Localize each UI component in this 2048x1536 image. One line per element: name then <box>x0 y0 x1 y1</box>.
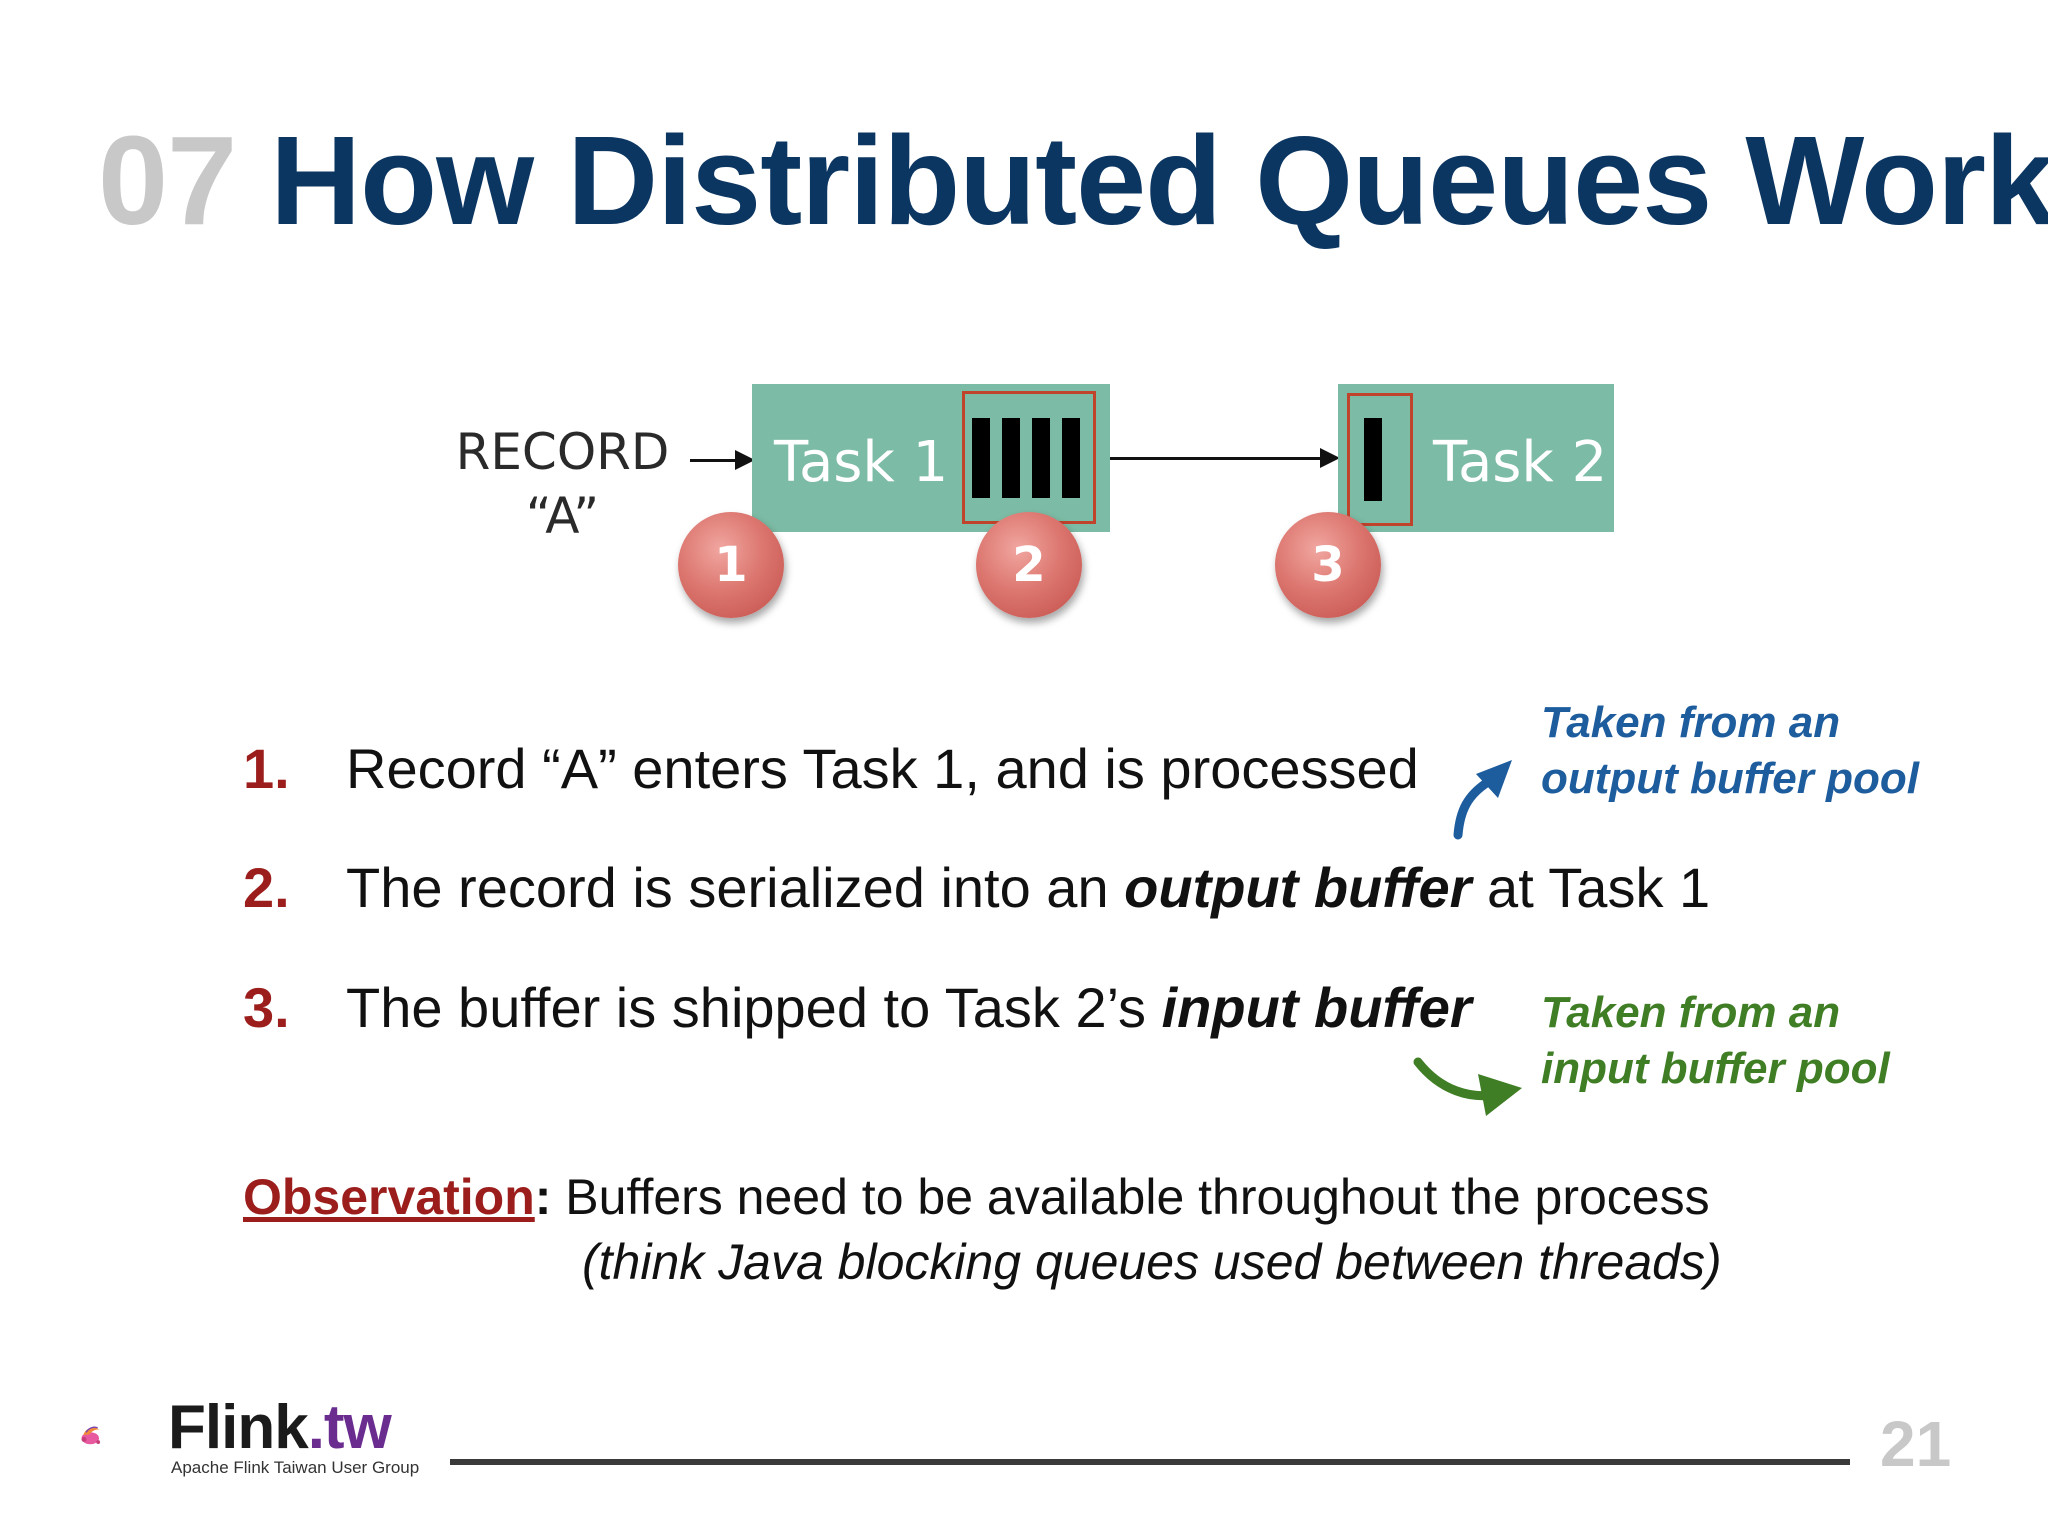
output-buffer-bar <box>1032 418 1050 498</box>
observation-colon: : <box>534 1169 552 1225</box>
slide-title: 07 How Distributed Queues Work <box>98 118 2048 244</box>
observation-label: Observation <box>243 1169 535 1225</box>
page-number: 21 <box>1880 1408 1952 1480</box>
step-badge-2: 2 <box>976 512 1082 618</box>
output-buffer-bar <box>1062 418 1080 498</box>
task1-box <box>752 384 1110 532</box>
step-text: The record is serialized into an output … <box>346 855 1710 920</box>
output-buffer-bar <box>1002 418 1020 498</box>
transfer-arrow-line <box>1110 457 1325 460</box>
step-emphasis: input buffer <box>1161 976 1472 1039</box>
title-number: 07 <box>98 110 237 251</box>
task2-box <box>1338 384 1614 532</box>
step-emphasis: output buffer <box>1124 856 1472 919</box>
transfer-arrow-head <box>1320 448 1340 468</box>
step-number: 1. <box>243 737 290 800</box>
title-text: How Distributed Queues Work <box>270 110 2048 251</box>
output-buffer-bar <box>972 418 990 498</box>
logo-wordmark: Flink.tw <box>168 1392 392 1463</box>
logo-subtitle: Apache Flink Taiwan User Group <box>171 1458 420 1477</box>
blue-curved-arrow-icon <box>1453 760 1512 840</box>
step-badge-1: 1 <box>678 512 784 618</box>
step-text-before: The buffer is shipped to Task 2’s <box>346 976 1162 1039</box>
task1-label: Task 1 <box>774 430 949 495</box>
logo-suffix: .tw <box>307 1393 392 1462</box>
output-pool-note: Taken from an output buffer pool <box>1541 698 1919 803</box>
input-buffer-bar <box>1364 418 1382 501</box>
step-text-after: at Task 1 <box>1471 856 1711 919</box>
observation-text: Buffers need to be available throughout … <box>551 1169 1710 1225</box>
step-text: The buffer is shipped to Task 2’s input … <box>346 975 1472 1040</box>
record-arrow-line <box>690 459 740 462</box>
task2-label: Task 2 <box>1433 430 1608 495</box>
step-number: 2. <box>243 856 290 919</box>
observation-subtext: (think Java blocking queues used between… <box>582 1234 1722 1290</box>
record-arrow-head <box>735 450 755 470</box>
input-pool-note: Taken from an input buffer pool <box>1541 988 1890 1093</box>
step-text: Record “A” enters Task 1, and is process… <box>346 737 1419 800</box>
observation-line: Observation: Buffers need to be availabl… <box>243 1168 1710 1226</box>
logo-main: Flink <box>168 1393 309 1462</box>
step-badge-3: 3 <box>1275 512 1381 618</box>
record-label: RECORD “A” <box>455 423 670 545</box>
step-text-before: The record is serialized into an <box>346 856 1125 919</box>
step-number: 3. <box>243 976 290 1039</box>
green-curved-arrow-icon <box>1413 1057 1522 1116</box>
flink-squirrel-logo-icon <box>81 1426 101 1445</box>
input-buffer-outline <box>1347 393 1413 526</box>
footer-divider <box>450 1459 1850 1465</box>
